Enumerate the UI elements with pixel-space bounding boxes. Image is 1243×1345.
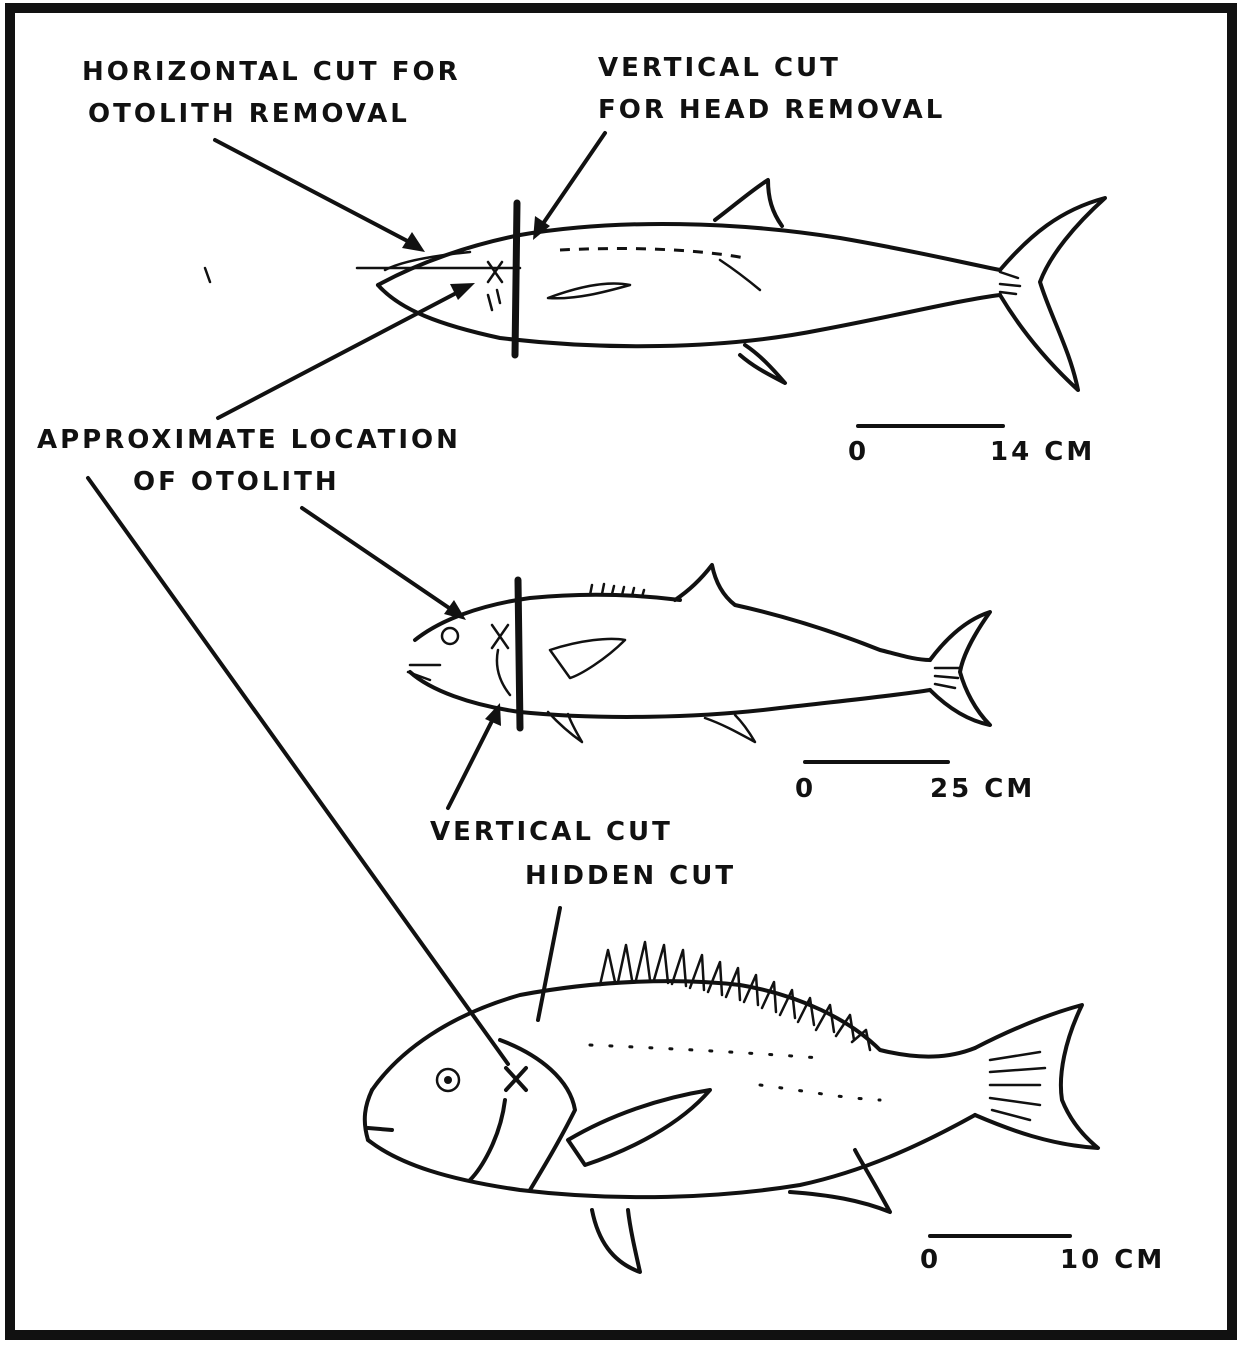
scale-bar-10cm: 0 10 CM [920, 1236, 1165, 1275]
horizontal-cut-label-line2: OTOLITH REMOVAL [88, 99, 410, 129]
scale-bar-25cm: 0 25 CM [795, 762, 1035, 804]
snapper-fish-icon [365, 942, 1098, 1272]
scale-end-25cm: 25 CM [930, 774, 1035, 804]
scale-end-10cm: 10 CM [1060, 1245, 1165, 1275]
head-removal-cut-line [515, 203, 517, 355]
otolith-location-label-line2: OF OTOLITH [133, 467, 340, 497]
vertical-cut-head-label-line1: VERTICAL CUT [598, 53, 841, 83]
middle-vertical-cut-line [518, 580, 520, 728]
scale-end-14cm: 14 CM [990, 437, 1095, 467]
horizontal-cut-arrow [215, 140, 425, 252]
scale-start-25cm: 0 [795, 774, 816, 804]
otolith-location-label-line1: APPROXIMATE LOCATION [37, 425, 461, 455]
horizontal-cut-label-line1: HORIZONTAL CUT FOR [82, 57, 461, 87]
scale-start-10cm: 0 [920, 1245, 941, 1275]
otolith-bottom-arrow [88, 478, 508, 1064]
otolith-middle-arrow [302, 508, 466, 620]
hidden-cut-leader [538, 908, 560, 1020]
vertical-cut-label: VERTICAL CUT [430, 817, 673, 847]
vertical-cut-arrow [533, 133, 605, 240]
hidden-cut-label: HIDDEN CUT [525, 861, 736, 891]
otolith-top-arrow [218, 283, 475, 418]
stray-mark [205, 268, 210, 282]
scale-start-14cm: 0 [848, 437, 869, 467]
scale-bar-14cm: 0 14 CM [848, 426, 1095, 467]
vertical-cut-head-label-line2: FOR HEAD REMOVAL [598, 95, 945, 125]
frame-border [10, 8, 1232, 1335]
mackerel-fish-icon [378, 180, 1105, 390]
vertical-cut-arrow-middle [448, 703, 501, 808]
